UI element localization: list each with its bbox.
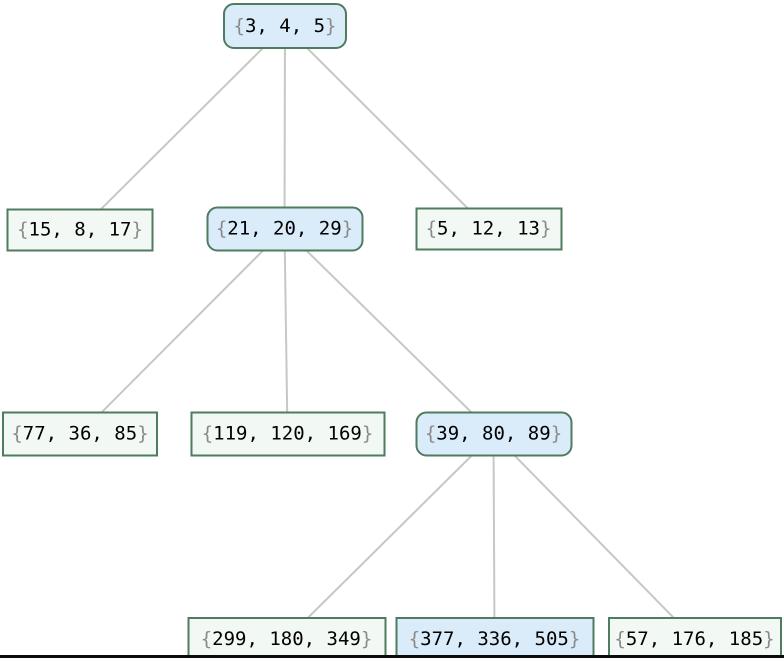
tree-node: {15, 8, 17} [6, 208, 154, 252]
node-label: 3, 4, 5 [244, 14, 326, 37]
tree-edge [283, 228, 289, 435]
close-brace: } [325, 14, 337, 37]
open-brace: { [408, 627, 421, 650]
tree-edge [284, 25, 490, 230]
node-label: 77, 36, 85 [22, 422, 138, 445]
open-brace: { [17, 218, 29, 241]
close-brace: } [539, 217, 552, 240]
node-label: 5, 12, 13 [437, 217, 540, 240]
open-brace: { [201, 422, 214, 445]
open-brace: { [11, 422, 23, 445]
close-brace: } [550, 422, 563, 445]
node-label: 299, 180, 349 [212, 627, 361, 650]
window-bottom-border [0, 655, 784, 658]
close-brace: } [568, 627, 581, 650]
tree-node: {77, 36, 85} [2, 411, 158, 457]
open-brace: { [215, 217, 228, 240]
open-brace: { [233, 14, 245, 37]
node-label: 39, 80, 89 [436, 422, 551, 445]
close-brace: } [131, 218, 143, 241]
tree-node: {5, 12, 13} [415, 207, 562, 251]
node-label: 119, 120, 169 [213, 422, 362, 445]
node-label: 57, 176, 185 [625, 627, 764, 650]
close-brace: } [137, 422, 149, 445]
open-brace: { [425, 217, 438, 240]
tree-node: {39, 80, 89} [415, 411, 572, 457]
open-brace: { [614, 627, 626, 650]
tree-node: {377, 336, 505} [395, 617, 594, 661]
tree-node: {119, 120, 169} [190, 411, 385, 457]
close-brace: } [341, 217, 354, 240]
tree-edge [79, 228, 286, 435]
tree-edge [283, 228, 495, 435]
node-label: 15, 8, 17 [28, 218, 132, 241]
open-brace: { [200, 627, 213, 650]
tree-node: {57, 176, 185} [607, 617, 782, 661]
tree-edge [492, 433, 496, 640]
tree-edge [492, 433, 696, 640]
close-brace: } [360, 627, 373, 650]
node-label: 377, 336, 505 [420, 627, 569, 650]
close-brace: } [763, 627, 775, 650]
tree-edge [285, 433, 495, 640]
node-label: 21, 20, 29 [227, 217, 342, 240]
close-brace: } [361, 422, 374, 445]
open-brace: { [424, 422, 437, 445]
tree-node: {21, 20, 29} [206, 206, 363, 252]
bottom-mask [0, 658, 784, 664]
tree-edge [283, 25, 286, 230]
tree-node: {3, 4, 5} [223, 3, 347, 49]
tree-edge [79, 25, 286, 231]
tree-node: {299, 180, 349} [187, 617, 386, 661]
